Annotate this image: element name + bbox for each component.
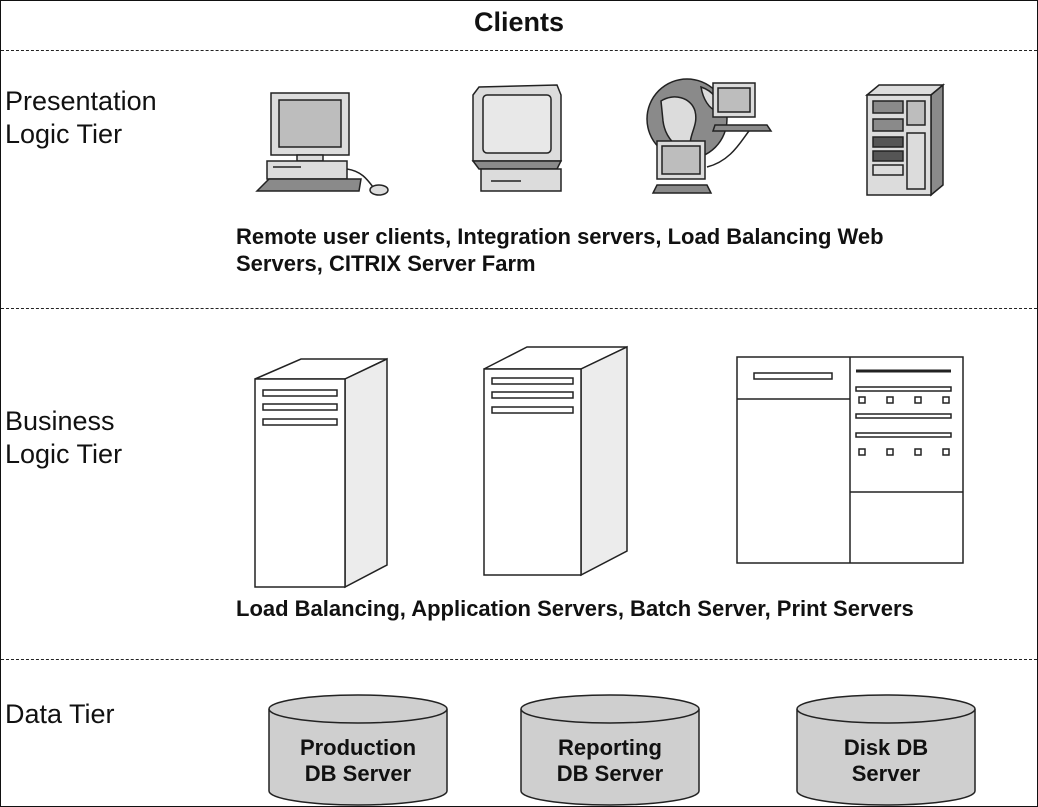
tower-server-icon xyxy=(864,83,946,197)
clients-title: Clients xyxy=(473,7,565,37)
desktop-pc-icon xyxy=(255,92,389,196)
application-server-2-icon xyxy=(483,345,628,577)
divider-presentation xyxy=(1,308,1037,309)
divider-clients xyxy=(1,50,1037,51)
crt-monitor-icon xyxy=(471,84,563,192)
data-tier-label: Data Tier xyxy=(5,699,115,729)
reporting-db-cylinder xyxy=(520,694,700,806)
batch-print-server-icon xyxy=(736,356,964,564)
business-tier-caption: Load Balancing, Application Servers, Bat… xyxy=(236,596,914,621)
presentation-tier-caption: Remote user clients, Integration servers… xyxy=(236,224,884,276)
disk-db-label: Disk DB Server xyxy=(843,735,929,786)
network-globe-icon xyxy=(646,78,773,194)
production-db-label: Production DB Server xyxy=(299,735,417,786)
disk-db-cylinder xyxy=(796,694,976,806)
production-db-cylinder xyxy=(268,694,448,806)
business-tier-label: Business Logic Tier xyxy=(5,406,123,469)
reporting-db-label: Reporting DB Server xyxy=(556,735,664,786)
divider-business xyxy=(1,659,1037,660)
application-server-1-icon xyxy=(254,357,388,589)
presentation-tier-label: Presentation Logic Tier xyxy=(5,86,157,149)
